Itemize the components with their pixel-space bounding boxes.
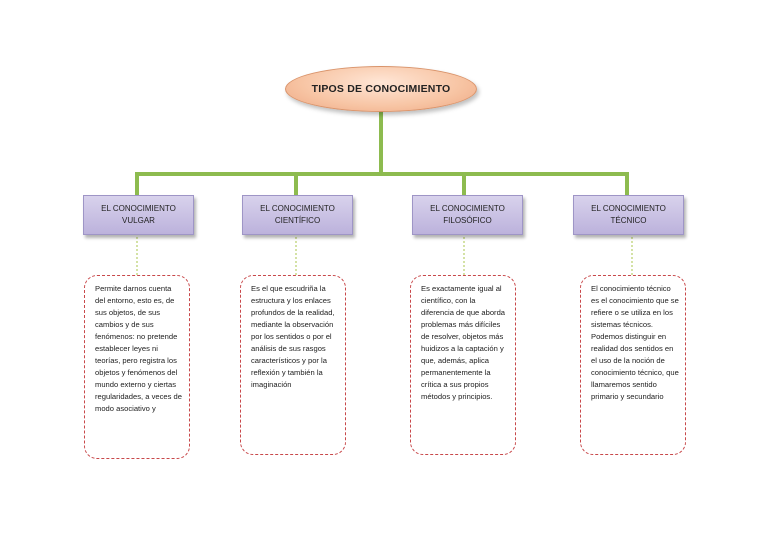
category-node-filosofico: EL CONOCIMIENTO FILOSÓFICO xyxy=(412,195,523,235)
category-node-cientifico: EL CONOCIMIENTO CIENTÍFICO xyxy=(242,195,353,235)
category-title-filosofico: EL CONOCIMIENTO FILOSÓFICO xyxy=(430,203,505,225)
category-title-vulgar: EL CONOCIMIENTO VULGAR xyxy=(101,203,176,225)
category-title-tecnico: EL CONOCIMIENTO TÉCNICO xyxy=(591,203,666,225)
description-text-vulgar: Permite darnos cuenta del entorno, esto … xyxy=(95,284,182,413)
root-title: TIPOS DE CONOCIMIENTO xyxy=(311,83,451,95)
description-box-tecnico: El conocimiento técnico es el conocimien… xyxy=(580,275,686,455)
description-text-cientifico: Es el que escudriña la estructura y los … xyxy=(251,284,335,389)
description-text-filosofico: Es exactamente igual al científico, con … xyxy=(421,284,506,401)
category-node-tecnico: EL CONOCIMIENTO TÉCNICO xyxy=(573,195,684,235)
description-box-cientifico: Es el que escudriña la estructura y los … xyxy=(240,275,346,455)
root-node: TIPOS DE CONOCIMIENTO xyxy=(285,66,477,112)
description-box-filosofico: Es exactamente igual al científico, con … xyxy=(410,275,516,455)
description-box-vulgar: Permite darnos cuenta del entorno, esto … xyxy=(84,275,190,459)
category-node-vulgar: EL CONOCIMIENTO VULGAR xyxy=(83,195,194,235)
category-title-cientifico: EL CONOCIMIENTO CIENTÍFICO xyxy=(260,203,335,225)
description-text-tecnico: El conocimiento técnico es el conocimien… xyxy=(591,284,679,401)
